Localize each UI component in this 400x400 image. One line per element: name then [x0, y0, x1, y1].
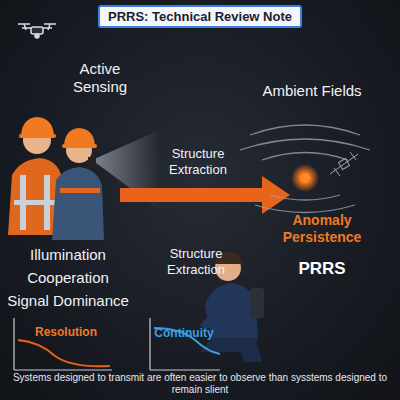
drone	[18, 24, 56, 38]
caption: Systems designed to transmit are often e…	[6, 372, 394, 396]
section-label: Active Sensing	[55, 60, 145, 96]
list-item: Cooperation	[3, 269, 133, 287]
satellite	[330, 152, 358, 176]
highlight-label: Anomaly Persistence	[267, 212, 377, 246]
anomaly-core	[300, 173, 310, 183]
field-arcs	[240, 125, 370, 213]
resolution-chart	[14, 318, 112, 370]
list-item: Signal Dominance	[1, 292, 135, 310]
chart-label: Resolution	[26, 325, 106, 339]
title-box: PRRS: Technical Review Note	[98, 5, 302, 28]
workers	[8, 117, 104, 240]
list-item: Illumination	[3, 246, 133, 264]
process-label: Structure Extraction	[152, 146, 244, 177]
anomaly-dot	[291, 164, 319, 192]
continuity-chart	[150, 318, 220, 370]
process-label: Structure Extraction	[150, 246, 242, 277]
chart-label: Continuity	[148, 326, 220, 340]
section-label: Ambient Fields	[262, 82, 362, 100]
flow-arrow	[120, 176, 290, 214]
acronym-label: PRRS	[282, 259, 362, 279]
